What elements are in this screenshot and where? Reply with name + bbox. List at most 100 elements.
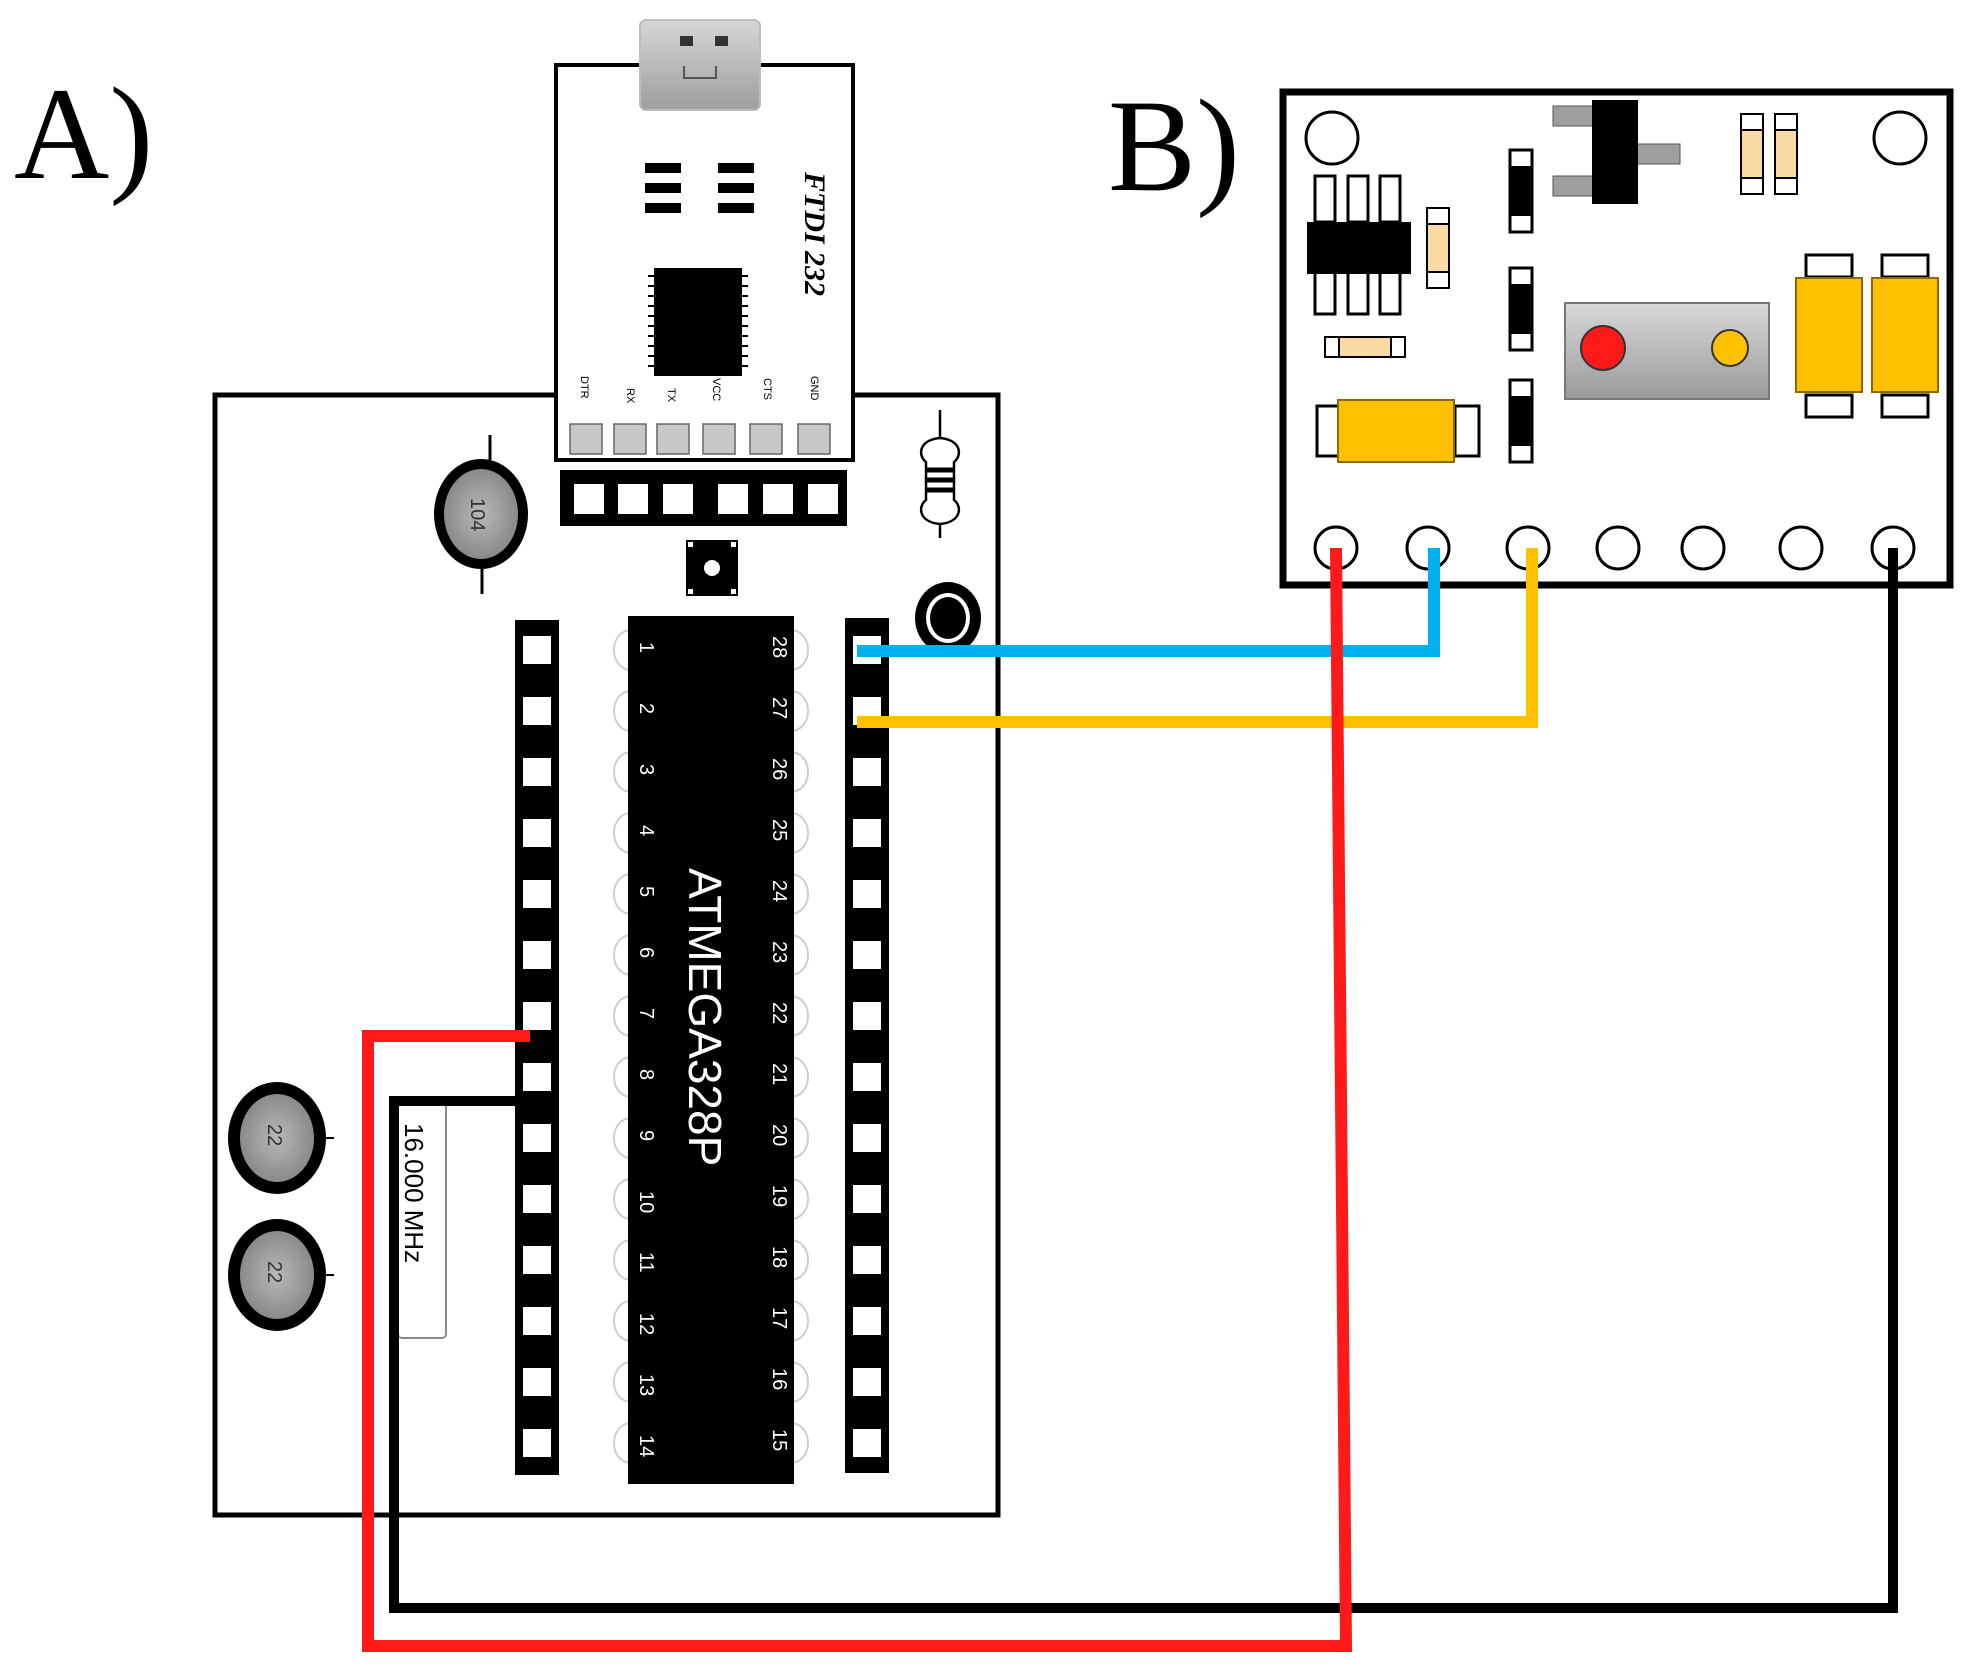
chip-leg-left [613, 1117, 633, 1159]
chip-leg-left [613, 1239, 633, 1281]
capacitor-22-top: 22 [228, 1082, 334, 1194]
chip-leg-right [789, 1361, 809, 1403]
wires [362, 547, 1898, 1652]
chip-pin-number-right: 15 [768, 1429, 790, 1451]
cap-104-value: 104 [466, 498, 488, 531]
mount-hole-tl [1304, 110, 1360, 166]
chip-leg-right [789, 1300, 809, 1342]
chip-leg-left [613, 629, 633, 671]
chip-pin-number-right: 24 [768, 880, 790, 902]
chip-leg-left [613, 934, 633, 976]
right-pin-header [845, 618, 889, 1473]
usb-connector [639, 19, 761, 111]
left-header-pad [523, 1368, 551, 1396]
potentiometer [1564, 302, 1770, 400]
smd-pair-top-right [1740, 113, 1798, 195]
left-header-pad [523, 1124, 551, 1152]
chip-leg-right [789, 629, 809, 671]
mount-hole-tr [1872, 110, 1928, 166]
right-header-pad [853, 819, 881, 847]
chip-pin-number-left: 10 [635, 1191, 657, 1213]
right-header-pad [853, 1429, 881, 1457]
ftdi-pin-label-gnd: GND [808, 376, 820, 401]
panel-a-label: A) [14, 60, 153, 207]
left-header-pad [523, 941, 551, 969]
chip-pin-number-left: 7 [635, 1008, 657, 1019]
left-header-pad [523, 1185, 551, 1213]
chip-leg-left [613, 1300, 633, 1342]
cap-22-bottom-value: 22 [263, 1261, 285, 1283]
chip-leg-right [789, 1117, 809, 1159]
wire-red [362, 547, 1353, 1652]
ftdi-title: FTDI 232 [798, 171, 831, 296]
right-header-pad [853, 1368, 881, 1396]
wire-yellow [857, 548, 1538, 728]
chip-leg-left [613, 1178, 633, 1220]
chip-pin-number-left: 11 [635, 1252, 657, 1273]
chip-pin-number-left: 12 [635, 1313, 657, 1335]
chip-pin-number-left: 4 [635, 825, 657, 836]
chip-leg-right [789, 1178, 809, 1220]
chip-pin-number-right: 21 [768, 1063, 790, 1085]
chip-leg-left [613, 1056, 633, 1098]
smd-capacitor-left [1315, 399, 1481, 463]
ftdi-pin-label-tx: TX [665, 388, 677, 403]
chip-pin-number-right: 26 [768, 758, 790, 780]
capacitor-104: 104 [434, 435, 528, 594]
chip-leg-left [613, 1422, 633, 1464]
cap-22-top-value: 22 [263, 1124, 285, 1146]
chip-leg-left [613, 812, 633, 854]
right-header-pad [853, 941, 881, 969]
atmega-title: ATMEGA328P [679, 868, 731, 1166]
chip-leg-right [789, 812, 809, 854]
pot-yellow-dot [1711, 329, 1749, 367]
chip-pin-number-left: 3 [635, 764, 657, 775]
chip-pin-number-right: 16 [768, 1368, 790, 1390]
right-header-pad [853, 758, 881, 786]
chip-pin-number-right: 18 [768, 1246, 790, 1268]
smd-resistor-2 [1324, 336, 1406, 358]
chip-pin-number-left: 13 [635, 1374, 657, 1396]
left-pin-header [515, 620, 559, 1475]
chip-pin-number-left: 9 [635, 1130, 657, 1141]
left-header-pad [523, 1246, 551, 1274]
smd-resistor-1 [1426, 207, 1450, 289]
chip-pin-number-right: 17 [768, 1307, 790, 1329]
chip-pin-number-right: 23 [768, 941, 790, 963]
push-button [686, 540, 738, 596]
capacitor-22-bottom: 22 [228, 1219, 334, 1331]
chip-leg-right [789, 934, 809, 976]
left-header-pad [523, 636, 551, 664]
ftdi-pin-label-cts: CTS [761, 378, 773, 400]
chip-pin-number-right: 20 [768, 1124, 790, 1146]
chip-pin-number-left: 6 [635, 947, 657, 958]
chip-leg-right [789, 1056, 809, 1098]
left-header-pad [523, 1002, 551, 1030]
smd-capacitor-right [1795, 253, 1939, 419]
chip-pin-number-right: 28 [768, 636, 790, 658]
smd-black-column [1508, 148, 1534, 464]
chip-leg-right [789, 995, 809, 1037]
right-header-pad [853, 1246, 881, 1274]
left-header-pad [523, 819, 551, 847]
right-header-pad [853, 880, 881, 908]
chip-leg-left [613, 1361, 633, 1403]
regulator-ic [1307, 174, 1411, 316]
chip-leg-left [613, 751, 633, 793]
left-header-pad [523, 880, 551, 908]
chip-leg-left [613, 873, 633, 915]
chip-pin-number-right: 19 [768, 1185, 790, 1207]
right-header-pad [853, 1002, 881, 1030]
round-led [915, 582, 981, 654]
ftdi-header [560, 470, 847, 526]
ftdi-pin-label-vcc: VCC [710, 378, 722, 401]
ftdi-pin-label-rx: RX [624, 388, 636, 404]
chip-leg-left [613, 995, 633, 1037]
panel-b-label: B) [1108, 72, 1240, 219]
ftdi-adapter: FTDI 232 DTR RX TX VCC CTS GND [554, 19, 855, 462]
chip-leg-right [789, 690, 809, 732]
chip-pin-number-left: 1 [635, 642, 657, 653]
sensor-module [1279, 88, 1954, 589]
sot-transistor [1552, 100, 1681, 204]
